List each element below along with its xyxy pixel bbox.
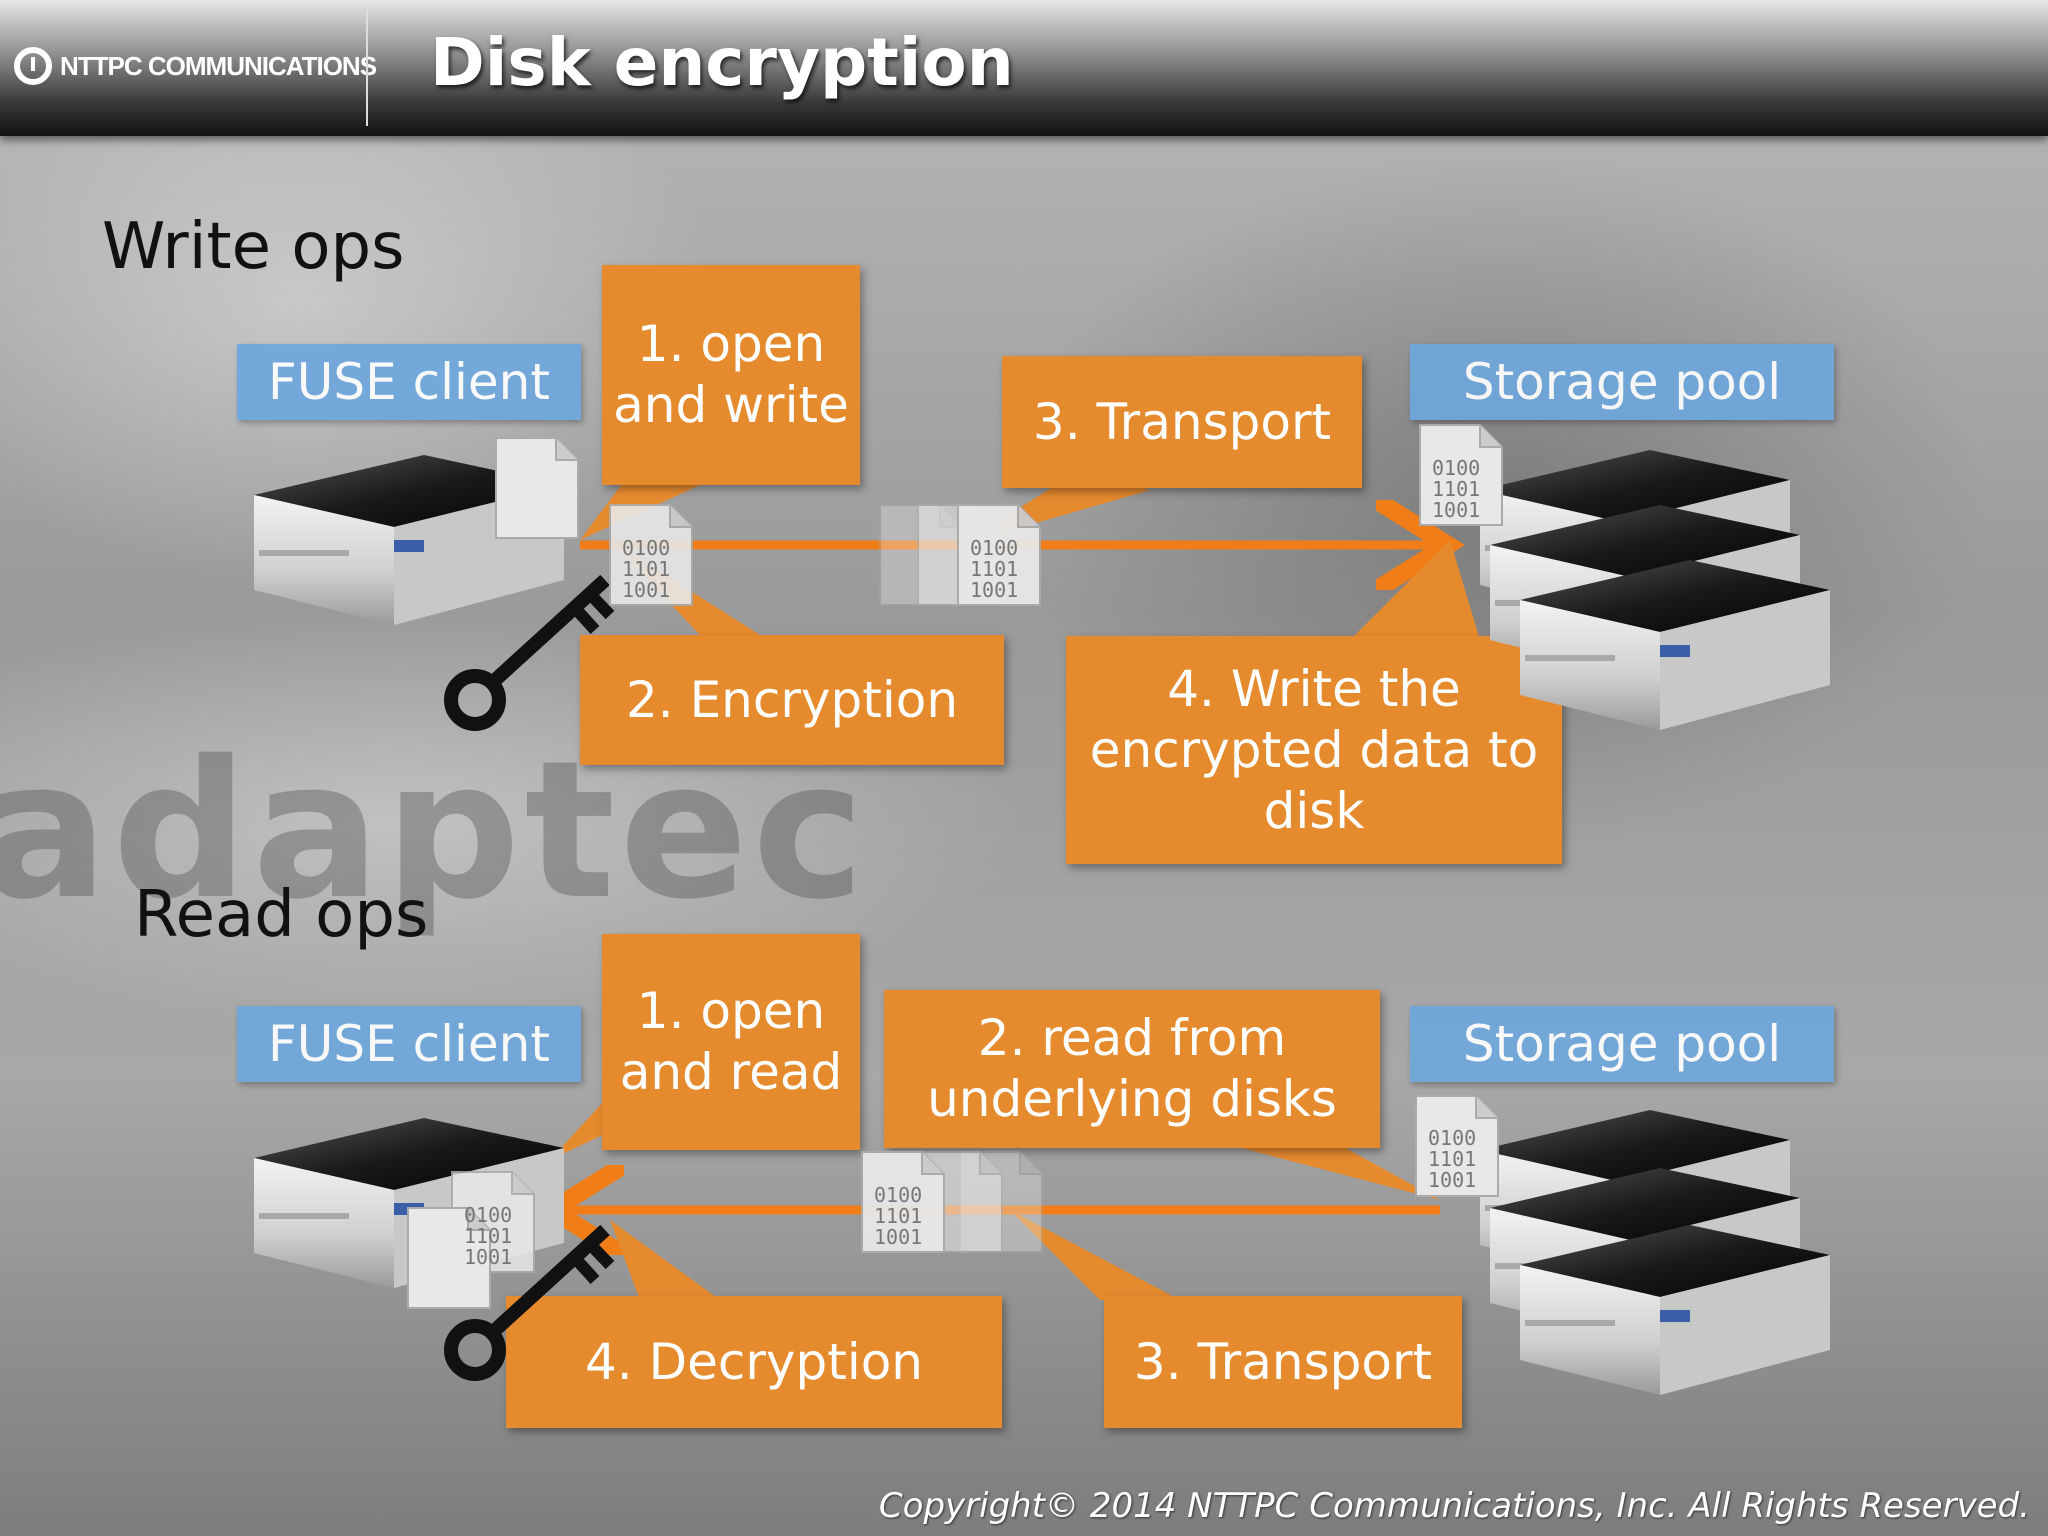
write-step2-callout: 2. Encryption [580, 635, 1004, 765]
write-step1-callout: 1. open and write [602, 265, 860, 485]
read-step2-tail [1230, 1145, 1440, 1200]
copyright-notice: Copyright© 2014 NTTPC Communications, In… [878, 1486, 2030, 1526]
write-plain-file-icon [495, 437, 579, 539]
read-client-label: FUSE client [237, 1006, 581, 1082]
write-step4-callout: 4. Write the encrypted data to disk [1066, 636, 1562, 864]
read-step2-callout: 2. read from underlying disks [884, 990, 1380, 1148]
company-logo: NTTPC COMMUNICATIONS [14, 40, 377, 92]
read-step4-tail [610, 1220, 720, 1300]
write-step3-callout: 3. Transport [1002, 356, 1362, 488]
logo-text: NTTPC COMMUNICATIONS [60, 50, 377, 81]
read-step3-callout: 3. Transport [1104, 1296, 1462, 1428]
header-divider [366, 8, 368, 126]
read-section-label: Read ops [134, 878, 429, 952]
write-client-label: FUSE client [237, 344, 581, 420]
read-step3-tail [1010, 1210, 1180, 1300]
write-step4-tail [1350, 540, 1480, 640]
slide-header: NTTPC COMMUNICATIONS Disk encryption [0, 0, 2048, 136]
write-section-label: Write ops [102, 210, 405, 284]
slide-title: Disk encryption [430, 24, 1014, 101]
read-pool-label: Storage pool [1410, 1006, 1834, 1082]
read-step1-callout: 1. open and read [602, 934, 860, 1150]
write-pool-label: Storage pool [1410, 344, 1834, 420]
read-step4-callout: 4. Decryption [506, 1296, 1002, 1428]
logo-ring-icon [14, 47, 52, 85]
